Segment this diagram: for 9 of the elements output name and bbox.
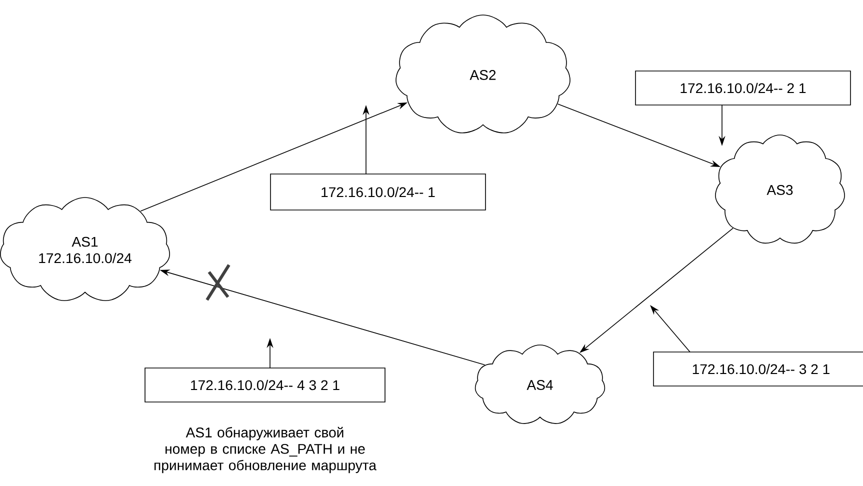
cloud-node: AS2 (396, 14, 570, 134)
route-box: 172.16.10.0/24-- 4 3 2 1 (144, 368, 386, 402)
route-box: 172.16.10.0/24-- 2 1 (635, 70, 851, 106)
cloud-node: AS1 172.16.10.0/24 (0, 197, 170, 301)
note-text: AS1 обнаруживает свой номер в списке AS_PATH и не принимает обновление маршрута (154, 426, 376, 474)
route-box: 172.16.10.0/24-- 3 2 1 (653, 352, 863, 386)
cloud-node: AS3 (715, 134, 845, 244)
cloud-node: AS4 (474, 344, 606, 424)
route-box: 172.16.10.0/24-- 1 (270, 174, 486, 210)
